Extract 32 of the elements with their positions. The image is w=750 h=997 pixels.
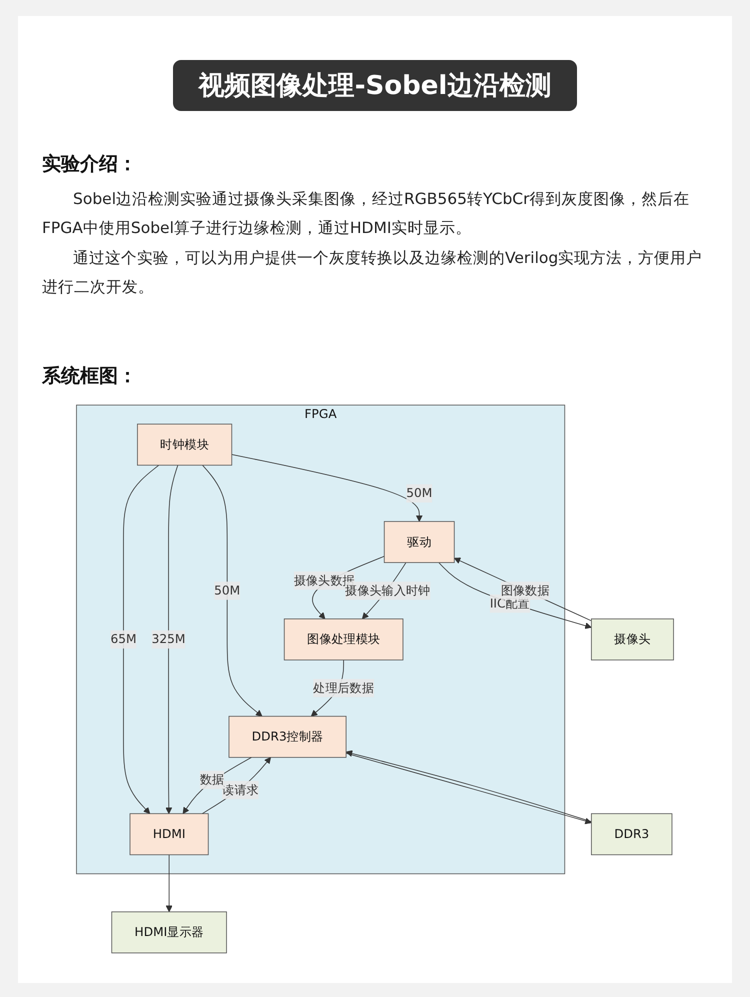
section-heading: 系统框图： [42,364,138,389]
edge-label: 65M [110,632,136,646]
node-box: HDMI显示器 [111,911,227,954]
edge-label: 50M [406,485,432,500]
node-box: 摄像头 [591,618,674,660]
node-box: DDR3控制器 [228,716,346,758]
node-box: DDR3 [591,813,672,855]
arrow [438,562,592,629]
node-box: 驱动 [384,520,455,563]
node-box: HDMI [130,813,209,855]
arrow [202,464,262,716]
paragraph: 通过这个实验，可以为用户提供一个灰度转换以及边缘检测的Verilog实现方法，方便用户进行二次开发。 [42,248,704,298]
paragraph: Sobel边沿检测实验通过摄像头采集图像，经过RGB565转YCbCr得到灰度图像，然后在FPGA中使用Sobel算子进行边缘检测，通过HDMI实时显示。 [42,189,690,240]
edge-label: 摄像头输入时钟 [345,582,430,598]
arrow [123,464,160,814]
node-box: 时钟模块 [137,423,232,466]
edge-label: IIC配置 [490,596,530,610]
arrow [202,756,272,814]
edge-label: 图像数据 [500,582,550,598]
arrow [182,756,252,814]
edge-label: 325M [152,632,186,646]
edge-label: 数据 [200,772,224,786]
section-heading: 实验介绍： [42,152,138,177]
edge-label: 50M [214,582,240,598]
arrow [166,854,172,912]
edge-label: 读请求 [222,782,259,797]
node-box: 图像处理模块 [284,618,404,660]
arrow [454,557,592,621]
arrow [165,464,178,814]
arrow [231,454,423,522]
title-banner: 视频图像处理-Sobel边沿检测 [172,60,578,111]
edge-label: 处理后数据 [313,680,374,695]
